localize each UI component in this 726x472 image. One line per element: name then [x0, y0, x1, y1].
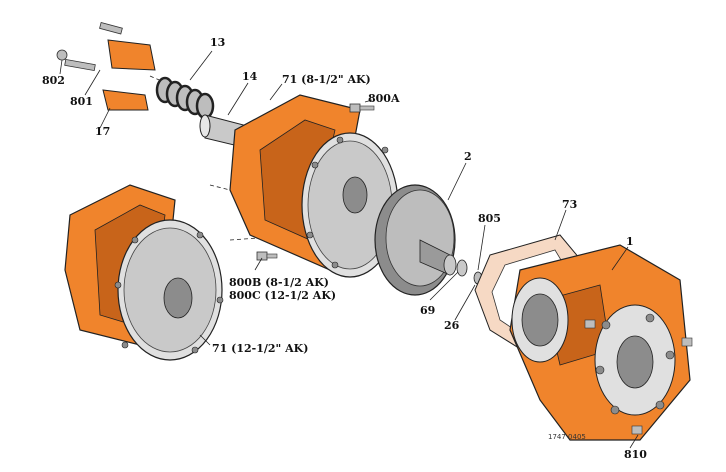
callout-805: 805: [478, 212, 501, 225]
callout-802: 802: [42, 74, 65, 87]
bolt-800b: [256, 251, 278, 261]
impeller-hardware: [456, 259, 483, 285]
callout-73: 73: [562, 198, 578, 211]
callout-26: 26: [444, 319, 460, 332]
callout-800c: 800C (12-1/2 AK): [229, 289, 337, 302]
bolt-800a: [349, 103, 375, 113]
callout-1: 1: [626, 235, 634, 248]
adapter-8-5: [229, 94, 399, 278]
callout-13: 13: [210, 36, 226, 49]
impeller: [374, 184, 457, 296]
callout-69: 69: [420, 304, 436, 317]
leader-lines: [59, 50, 639, 449]
callout-71-12-5: 71 (12-1/2" AK): [212, 342, 309, 355]
callout-14: 14: [242, 70, 258, 83]
callout-800b: 800B (8-1/2 AK): [229, 276, 329, 289]
callout-801: 801: [70, 95, 93, 108]
pump-casing: [509, 244, 693, 441]
drawing-number: 1747 0405: [548, 433, 586, 441]
callout-17: 17: [95, 125, 111, 138]
callout-71-8-5: 71 (8-1/2" AK): [282, 73, 371, 86]
callout-810: 810: [624, 448, 647, 461]
callout-2: 2: [464, 150, 472, 163]
spring: [155, 76, 215, 120]
adapter-12-5: [64, 184, 224, 361]
callout-800a: 800A: [368, 92, 400, 105]
bearing-clamp-assembly: [56, 22, 156, 111]
